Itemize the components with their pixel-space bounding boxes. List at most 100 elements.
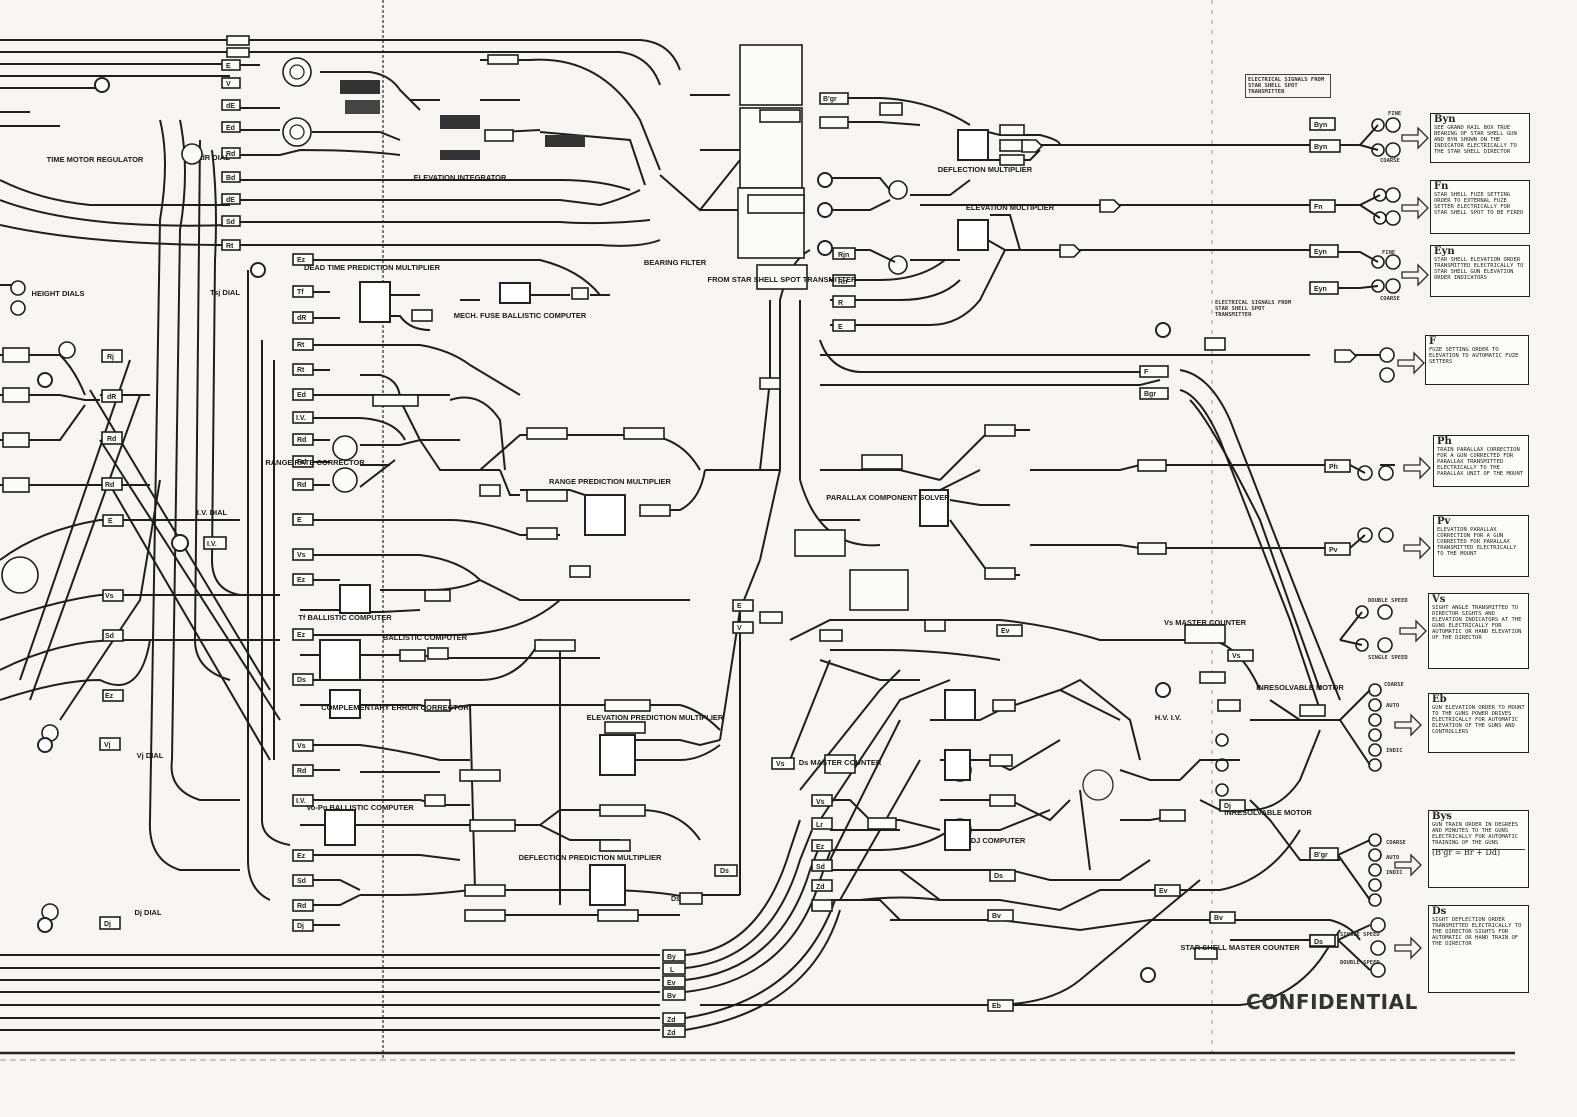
svg-text:F: F [1144, 369, 1149, 376]
bearing-filter-label: BEARING FILTER [644, 258, 707, 267]
svg-text:Vs: Vs [776, 761, 785, 768]
hv-iv-label: H.V. I.V. [1155, 713, 1182, 722]
svg-text:Sd: Sd [816, 864, 825, 871]
svg-text:Ph: Ph [1329, 464, 1338, 471]
knob-coarse-label: COARSE [1380, 158, 1400, 164]
svg-text:Pv: Pv [1329, 547, 1338, 554]
svg-text:Ed: Ed [297, 392, 306, 399]
knob-coarse-label-3: COARSE [1384, 682, 1404, 688]
panel-pv-title: Pv [1437, 516, 1451, 527]
svg-text:Ev: Ev [1159, 888, 1168, 895]
star-shell-label: FROM STAR SHELL SPOT TRANSMITTER [708, 275, 857, 284]
svg-text:Zd: Zd [667, 1017, 676, 1024]
svg-text:B'gr: B'gr [823, 96, 837, 103]
svg-text:Eyn: Eyn [1314, 249, 1327, 256]
knob-single-speed-label-2: SINGLE SPEED [1340, 932, 1380, 938]
svg-text:Rd: Rd [297, 768, 306, 775]
tf-ballistic-label: Tf BALLISTIC COMPUTER [298, 613, 392, 622]
svg-text:Sd: Sd [105, 633, 114, 640]
panel-pv-text: ELEVATION PARALLAX CORRECTION FOR A GUN … [1437, 527, 1517, 557]
svg-text:Ez: Ez [297, 853, 306, 860]
output-panel-eb: Eb GUN ELEVATION ORDER TO MOUNT TO THE G… [1428, 693, 1529, 753]
svg-text:Tf: Tf [297, 289, 304, 296]
svg-text:Rd: Rd [297, 459, 306, 466]
svg-text:Zd: Zd [667, 1030, 676, 1037]
svg-text:L: L [670, 967, 675, 974]
svg-text:Rd: Rd [107, 436, 116, 443]
bus-tags: By L Ev Bv Zd Zd [662, 949, 686, 1038]
svg-text:Bd: Bd [226, 175, 235, 182]
top-bus-lines [0, 39, 681, 486]
svg-text:Bv: Bv [1214, 915, 1223, 922]
panel-vs-text: SIGHT ANGLE TRANSMITTED TO DIRECTOR SIGH… [1432, 605, 1522, 641]
vs-counter-label: Vs MASTER COUNTER [1164, 618, 1247, 627]
panel-ds-title: Ds [1432, 906, 1447, 917]
panel-byn-text: SEE GRAND RAIL BOX TRUE BEARING OF STAR … [1434, 125, 1517, 155]
svg-text:Ds: Ds [671, 896, 680, 903]
mechanisms [37, 77, 1171, 983]
svg-text:E: E [838, 324, 843, 331]
output-panel-pv: Pv ELEVATION PARALLAX CORRECTION FOR A G… [1433, 515, 1529, 577]
svg-text:Rn: Rn [838, 279, 847, 286]
dead-time-label: DEAD TIME PREDICTION MULTIPLIER [304, 263, 441, 272]
svg-text:Ez: Ez [297, 577, 306, 584]
svg-text:dR: dR [107, 394, 116, 401]
svg-text:E: E [226, 63, 231, 70]
svg-text:Eb: Eb [992, 1003, 1001, 1010]
svg-text:Rd: Rd [297, 437, 306, 444]
deflection-multiplier-label: DEFLECTION MULTIPLIER [938, 165, 1033, 174]
svg-text:dR: dR [297, 315, 306, 322]
dj-dial-label: Dj DIAL [134, 908, 162, 917]
ballistic-label: BALLISTIC COMPUTER [383, 633, 468, 642]
knob-fine-label-2: FINE [1382, 250, 1396, 256]
svg-text:Vs: Vs [105, 593, 114, 600]
svg-text:Rt: Rt [297, 367, 305, 374]
svg-text:By: By [667, 954, 676, 961]
svg-text:Vs: Vs [816, 799, 825, 806]
svg-text:Dj: Dj [1224, 803, 1231, 810]
svg-text:Byn: Byn [1314, 122, 1327, 129]
svg-text:Ds: Ds [1314, 939, 1323, 946]
svg-text:Rt: Rt [226, 243, 234, 250]
bottom-bus-lines [0, 954, 660, 1031]
knob-double-speed-label-2: DOUBLE SPEED [1340, 960, 1380, 966]
panel-bys-text: GUN TRAIN ORDER IN DEGREES AND MINUTES T… [1432, 822, 1519, 846]
svg-text:Sd: Sd [226, 219, 235, 226]
svg-text:Rd: Rd [226, 151, 235, 158]
range-prediction-label: RANGE PREDICTION MULTIPLIER [549, 477, 672, 486]
knob-indic-label-2: INDIC [1386, 870, 1403, 876]
svg-text:Fn: Fn [1314, 204, 1323, 211]
svg-text:V: V [226, 81, 231, 88]
dj-computer-label: DJ COMPUTER [971, 836, 1026, 845]
tag-labels: E V dE Ed Rd Bd dE Sd Rt Ez Tf dR Rt Rt … [104, 63, 1338, 1010]
note-electrical-top: ELECTRICAL SIGNALS FROM STAR SHELL SPOT … [1245, 74, 1331, 98]
complementary-label: COMPLEMENTARY ERROR CORRECTOR [321, 703, 469, 712]
svg-text:Ez: Ez [297, 257, 306, 264]
mech-fuse-label: MECH. FUSE BALLISTIC COMPUTER [454, 311, 587, 320]
note-electrical-mid: ELECTRICAL SIGNALS FROM STAR SHELL SPOT … [1215, 300, 1292, 318]
deflection-prediction-label: DEFLECTION PREDICTION MULTIPLIER [519, 853, 662, 862]
svg-text:I.V.: I.V. [207, 541, 217, 548]
output-panel-eyn: Eyn STAR SHELL ELEVATION ORDER TRANSMITT… [1430, 245, 1530, 297]
panel-vs-title: Vs [1432, 594, 1446, 605]
panel-eb-text: GUN ELEVATION ORDER TO MOUNT TO THE GUNS… [1432, 705, 1525, 735]
output-panel-fn: Fn STAR SHELL FUZE SETTING ORDER TO EXTE… [1430, 180, 1530, 234]
svg-text:Ed: Ed [226, 125, 235, 132]
knob-fine-label: FINE [1388, 111, 1402, 117]
range-rate-label: RANGE RATE CORRECTOR [265, 458, 365, 467]
svg-text:Eyn: Eyn [1314, 286, 1327, 293]
svg-text:Ds: Ds [297, 677, 306, 684]
output-panel-byn: Byn SEE GRAND RAIL BOX TRUE BEARING OF S… [1430, 113, 1530, 163]
panel-eyn-title: Eyn [1434, 246, 1455, 257]
tsj-dial-label: Tsj DIAL [210, 288, 240, 297]
svg-text:Rd: Rd [297, 903, 306, 910]
svg-text:V: V [737, 625, 742, 632]
svg-text:Zd: Zd [816, 884, 825, 891]
center-wiring [240, 58, 811, 926]
svg-text:Ds: Ds [994, 873, 1003, 880]
parallax-label: PARALLAX COMPONENT SOLVER [826, 493, 950, 502]
ds-counter-label: Ds MASTER COUNTER [799, 758, 882, 767]
inresolvable-motor-2-label: INRESOLVABLE MOTOR [1224, 808, 1312, 817]
